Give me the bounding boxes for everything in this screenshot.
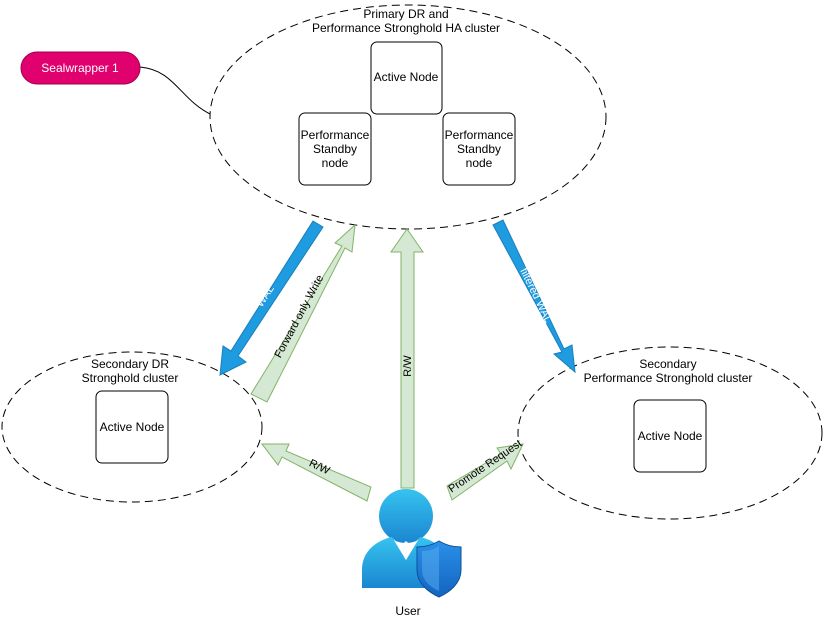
secondary-perf-title-2: Performance Stronghold cluster xyxy=(584,371,753,385)
standby-left-line-2: Standby xyxy=(313,142,357,156)
promote-request-arrow: Promote Request xyxy=(446,438,524,501)
standby-right-line-2: Standby xyxy=(457,142,501,156)
seal-connector xyxy=(139,66,213,116)
primary-standby-left: Performance Standby node xyxy=(298,112,372,186)
shield-icon xyxy=(416,540,462,598)
standby-right-line-1: Performance xyxy=(445,128,514,142)
wal-arrow: WAL xyxy=(219,220,324,376)
standby-left-line-3: node xyxy=(322,156,349,170)
filtered-wal-arrow: filtered WAL xyxy=(492,219,576,374)
primary-cluster-title-2: Performance Stronghold HA cluster xyxy=(312,21,500,35)
secondary-perf-active-node: Active Node xyxy=(633,399,707,473)
secondary-dr-active-node: Active Node xyxy=(95,390,169,464)
secondary-perf-title-1: Secondary xyxy=(639,357,696,371)
secondary-perf-cluster: Secondary Performance Stronghold cluster… xyxy=(517,346,823,520)
primary-cluster: Primary DR and Performance Stronghold HA… xyxy=(209,4,607,230)
seal-wrapper-label: Sealwrapper 1 xyxy=(41,61,119,75)
rw-center-label: R/W xyxy=(402,355,414,377)
filtered-wal-label: filtered WAL xyxy=(517,266,554,325)
secondary-dr-title-1: Secondary DR xyxy=(91,357,169,371)
secondary-dr-cluster: Secondary DR Stronghold cluster Active N… xyxy=(1,351,263,503)
seal-wrapper: Sealwrapper 1 xyxy=(20,51,141,85)
user-label: User xyxy=(395,604,420,618)
primary-active-node-label: Active Node xyxy=(374,70,439,84)
standby-left-line-1: Performance xyxy=(301,128,370,142)
standby-right-line-3: node xyxy=(466,156,493,170)
rw-left-arrow: R/W xyxy=(260,443,372,502)
secondary-dr-title-2: Stronghold cluster xyxy=(82,371,179,385)
secondary-perf-active-node-label: Active Node xyxy=(638,429,703,443)
rw-center-arrow: R/W xyxy=(390,228,424,489)
primary-cluster-title-1: Primary DR and xyxy=(363,7,448,21)
primary-standby-right: Performance Standby node xyxy=(442,112,516,186)
secondary-dr-active-node-label: Active Node xyxy=(100,420,165,434)
primary-active-node: Active Node xyxy=(370,41,443,115)
